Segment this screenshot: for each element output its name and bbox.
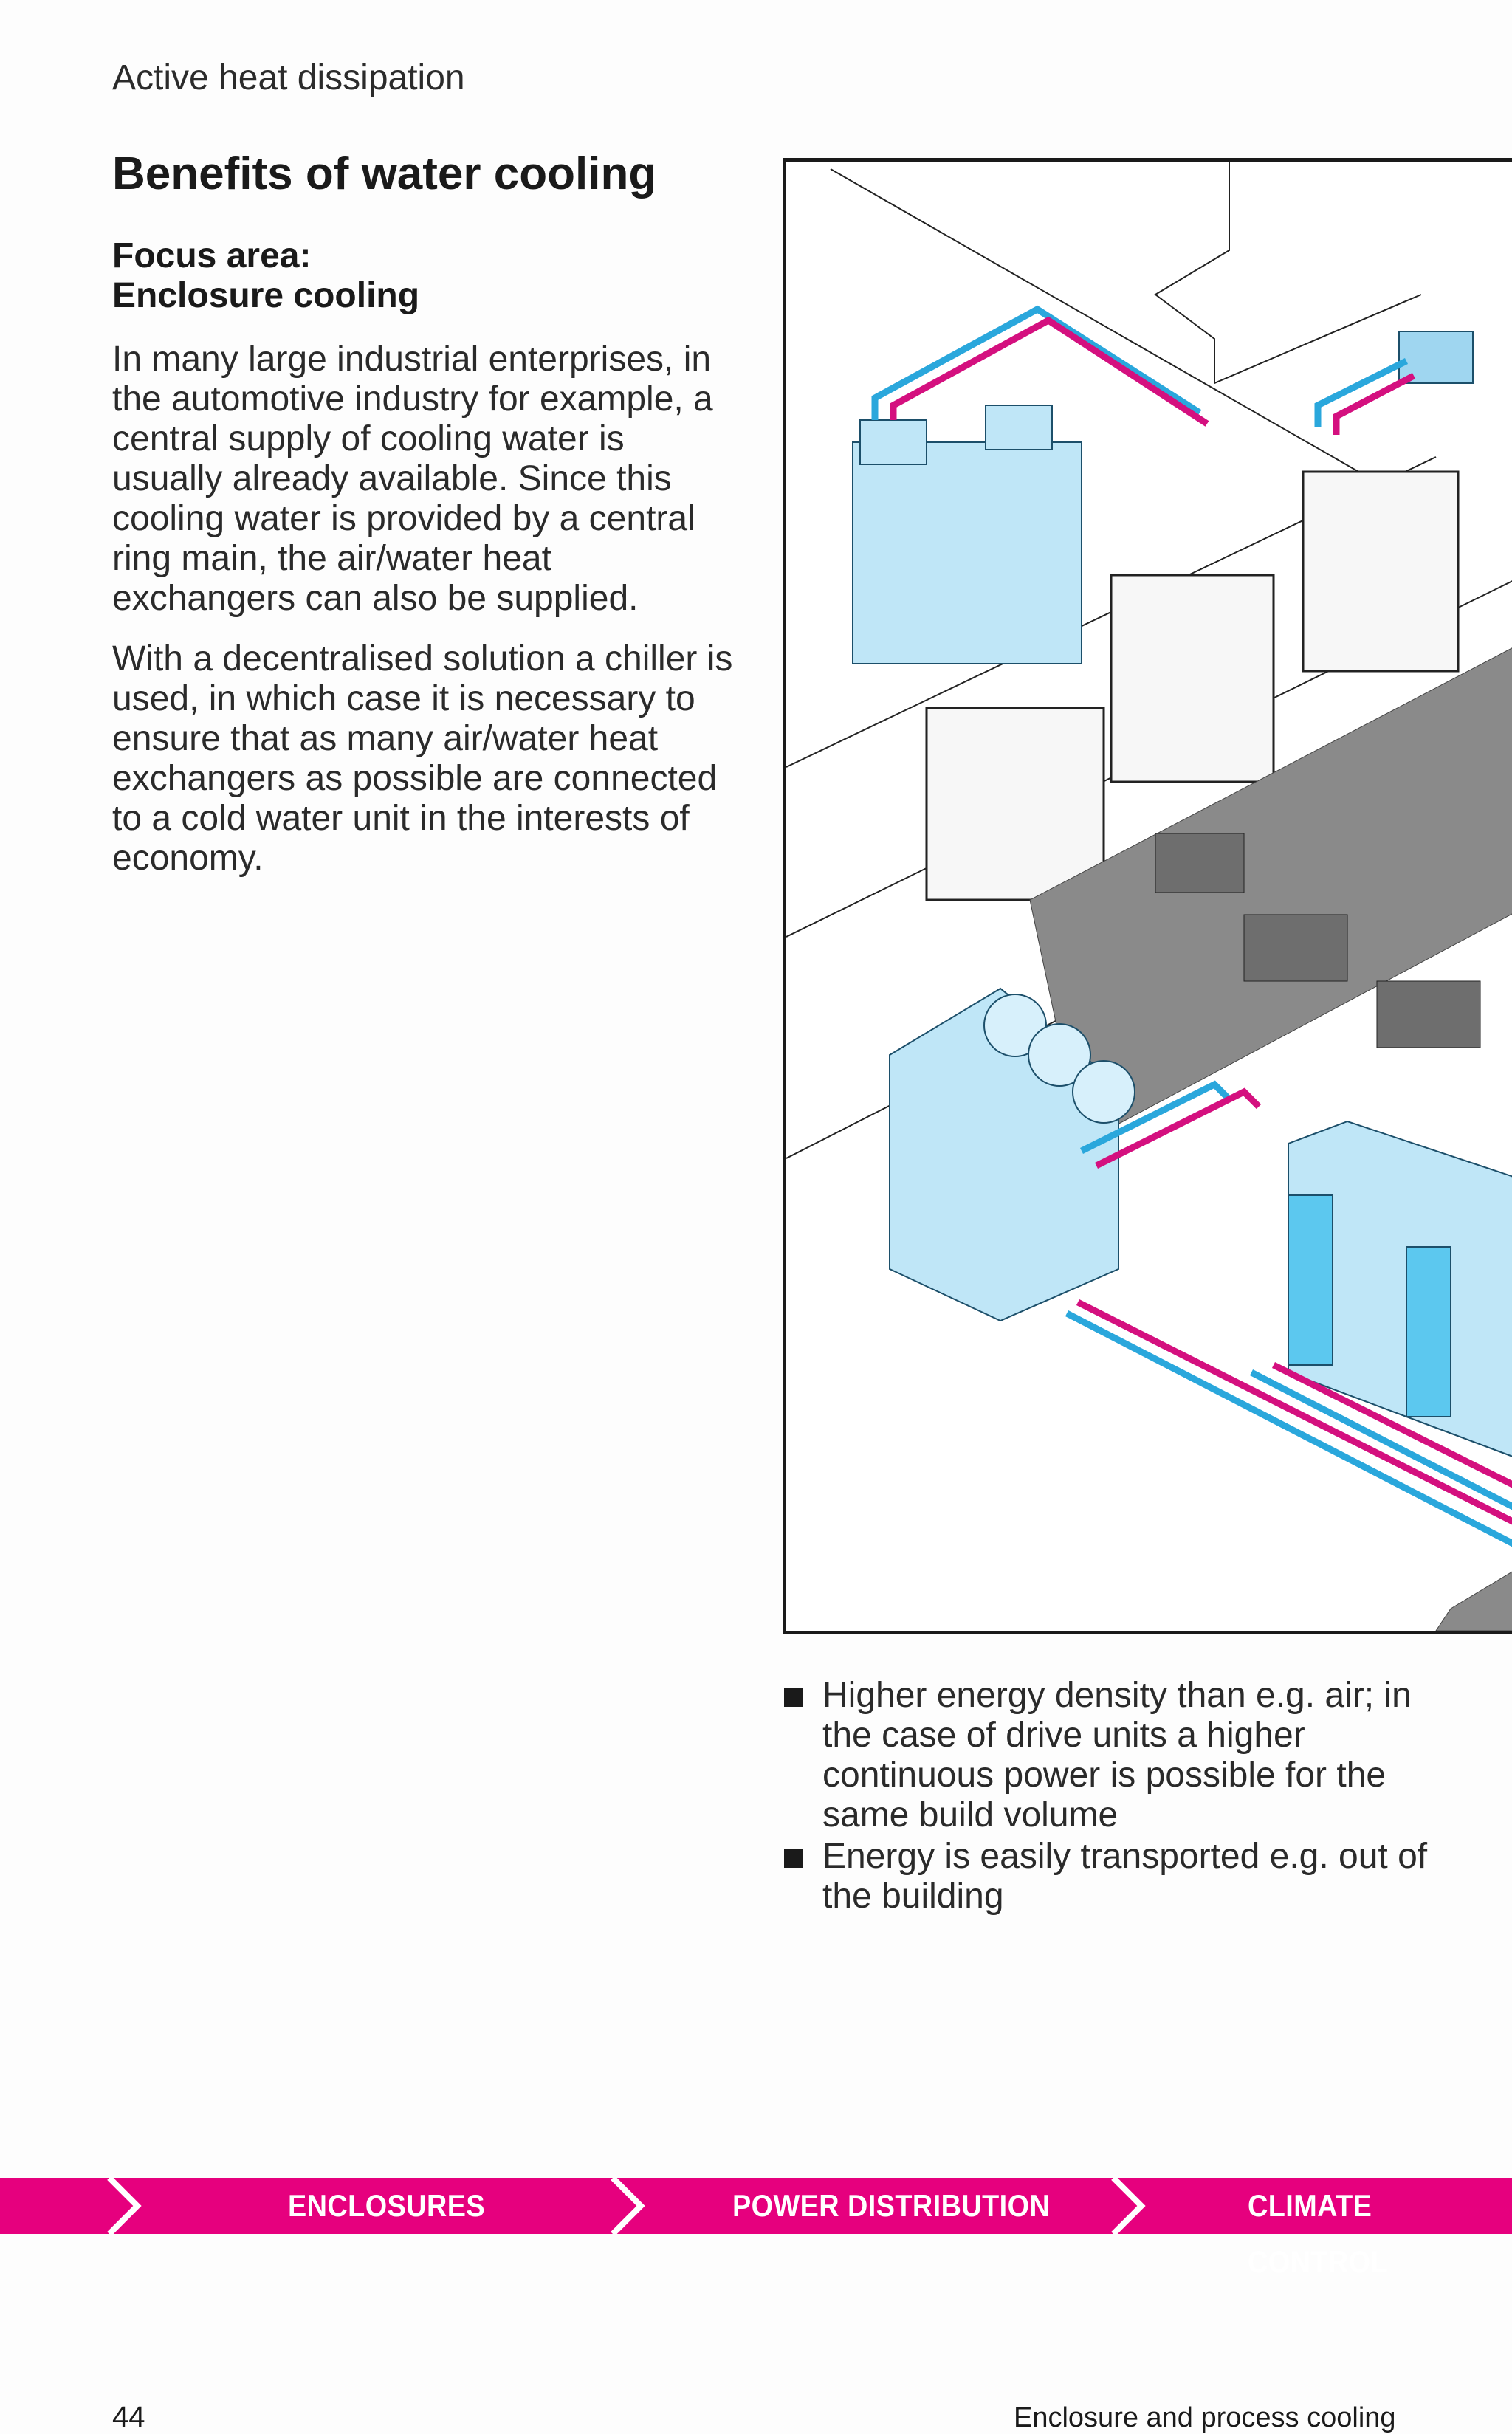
chevron-right-icon [1111, 2178, 1146, 2234]
section-label: Active heat dissipation [112, 58, 465, 97]
bullet-square-icon [784, 1849, 803, 1868]
conveyor-fixtures [1155, 833, 1481, 1048]
cold-water-pipes [871, 305, 1512, 1547]
paragraph-central-supply: In many large industrial enterprises, in… [112, 340, 713, 618]
list-item-text: Higher energy density than e.g. air; in … [822, 1676, 1412, 1835]
bullet-square-icon [784, 1688, 803, 1707]
hot-water-pipes [890, 316, 1512, 1525]
list-item: Higher energy density than e.g. air; in … [784, 1676, 1449, 1835]
factory-cooling-diagram [786, 162, 1512, 1631]
cooling-illustration [783, 158, 1512, 1634]
chiller-unit [889, 987, 1135, 1322]
focus-area-name: Enclosure cooling [112, 276, 420, 315]
paragraph-decentralised: With a decentralised solution a chiller … [112, 639, 733, 878]
chevron-right-icon [611, 2178, 645, 2234]
focus-area-heading: Focus area: Enclosure cooling [112, 236, 703, 316]
process-enclosures [1288, 1120, 1512, 1457]
nav-climate-control[interactable]: CLIMATE CONTROL [1248, 2188, 1389, 2279]
list-item-text: Energy is easily transported e.g. out of… [822, 1837, 1428, 1916]
benefits-list: Higher energy density than e.g. air; in … [784, 1676, 1449, 1918]
nav-enclosures[interactable]: ENCLOSURES [288, 2188, 486, 2223]
chevron-right-icon [107, 2178, 142, 2234]
page-number: 44 [112, 2401, 145, 2433]
nav-power-distribution[interactable]: POWER DISTRIBUTION [732, 2188, 1051, 2223]
category-nav-bar: ENCLOSURES POWER DISTRIBUTION CLIMATE CO… [0, 2178, 1512, 2279]
footer-title: Enclosure and process cooling [1014, 2402, 1396, 2433]
focus-area-label: Focus area: [112, 236, 312, 275]
control-room-windows [925, 470, 1460, 901]
enclosure-rack [852, 405, 1082, 664]
page-title: Benefits of water cooling [112, 148, 657, 199]
list-item: Energy is easily transported e.g. out of… [784, 1837, 1449, 1916]
